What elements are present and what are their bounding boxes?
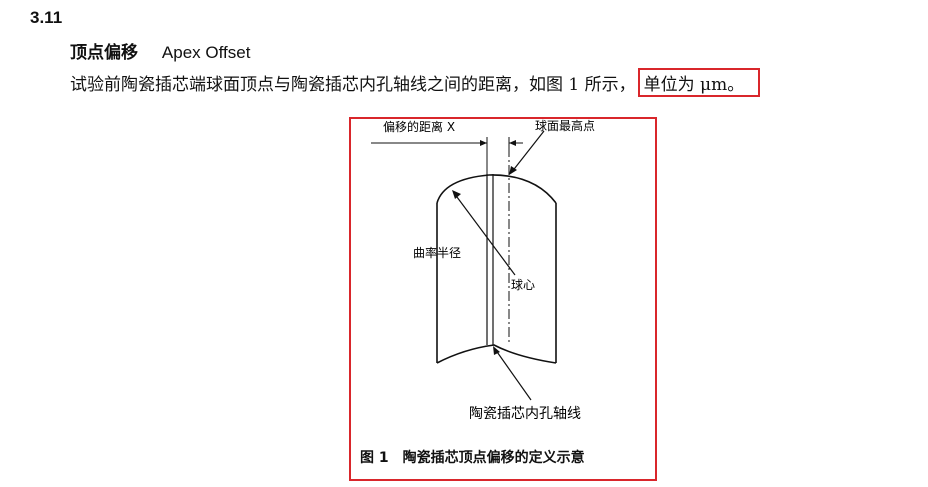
ferrule-spherical-end: [436, 174, 557, 204]
label-sphere-apex: 球面最高点: [535, 118, 595, 133]
apex-leader-arrowhead: [509, 166, 517, 175]
unit-highlight-box: 单位为 μm。: [637, 68, 761, 97]
label-curvature-radius: 曲率半径: [413, 245, 461, 260]
term-title-english: Apex Offset: [161, 43, 251, 62]
bore-axis-leader: [494, 348, 532, 401]
caption-text: 陶瓷插芯顶点偏移的定义示意: [402, 450, 585, 466]
section-number: 3.11: [30, 8, 63, 27]
term-title-chinese: 顶点偏移: [70, 43, 138, 63]
radius-arrowhead: [452, 190, 461, 199]
figure-highlight-box: [349, 117, 657, 481]
definition-text: 试验前陶瓷插芯端球面顶点与陶瓷插芯内孔轴线之间的距离，如图 1 所示，: [70, 75, 636, 95]
radius-line: [453, 192, 516, 276]
bore-axis-arrowhead: [493, 346, 500, 355]
label-offset-distance: 偏移的距离 X: [383, 119, 455, 134]
unit-note: 单位为 μm。: [643, 75, 745, 95]
term-title: 顶点偏移 Apex Offset: [70, 38, 250, 63]
label-bore-axis: 陶瓷插芯内孔轴线: [469, 406, 581, 422]
apex-leader-line: [510, 130, 545, 174]
definition-paragraph: 试验前陶瓷插芯端球面顶点与陶瓷插芯内孔轴线之间的距离，如图 1 所示， 单位为 μ…: [70, 68, 761, 97]
offset-arrowhead-left: [480, 140, 487, 146]
ferrule-break-line: [436, 344, 557, 364]
figure-caption: 图 1 陶瓷插芯顶点偏移的定义示意: [360, 447, 585, 467]
apex-offset-diagram: 偏移的距离 X 球面最高点 曲率半径 球心 陶瓷插芯内孔轴线: [371, 118, 595, 422]
caption-number: 图 1: [360, 450, 389, 466]
label-sphere-center: 球心: [511, 278, 535, 292]
